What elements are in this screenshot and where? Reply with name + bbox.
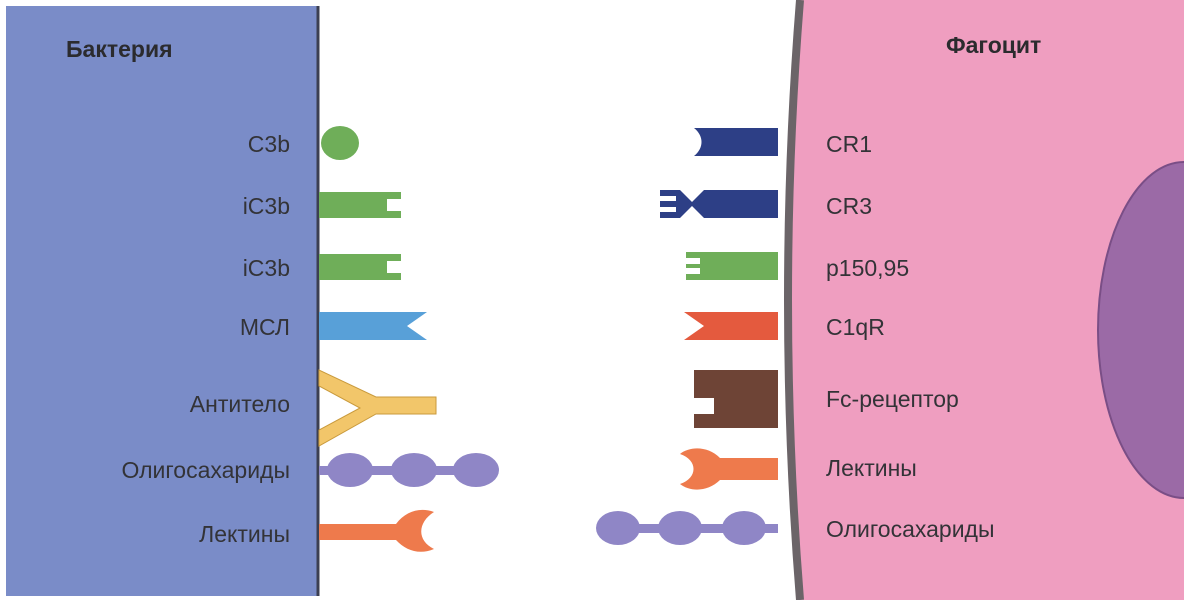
phagocyte-lectin (680, 448, 778, 489)
bacterium-oligosaccharide (319, 453, 499, 487)
c3b-molecule (321, 126, 359, 160)
fc-receptor (694, 370, 778, 428)
p150-95-receptor (686, 252, 778, 280)
ic3b-molecule-2 (319, 254, 401, 280)
bacterium-lectin (319, 510, 434, 552)
bacterium-label-ic3b-1: iC3b (243, 192, 290, 220)
cr1-receptor (694, 128, 778, 156)
bacterium-label-lectins: Лектины (199, 520, 290, 548)
bacterium-label-msl: МСЛ (240, 313, 290, 341)
bacterium-label-ic3b-2: iC3b (243, 254, 290, 282)
phagocyte-label-p150-95: p150,95 (826, 254, 909, 282)
bacterium-cell (6, 6, 318, 596)
phagocyte-label-fc-receptor: Fc-рецептор (826, 385, 959, 413)
phagocyte-label-oligosaccharides: Олигосахариды (826, 515, 995, 543)
bacterium-label-antibody: Антитело (190, 390, 290, 418)
msl-molecule (319, 312, 427, 340)
phagocyte-oligosaccharide (596, 511, 778, 545)
phagocyte-label-c1qr: C1qR (826, 313, 885, 341)
antibody-molecule (319, 370, 436, 446)
bacterium-label-c3b: C3b (248, 130, 290, 158)
c1qr-receptor (684, 312, 778, 340)
phagocyte-title: Фагоцит (946, 32, 1041, 59)
cr3-receptor (660, 190, 778, 218)
phagocyte-label-cr1: CR1 (826, 130, 872, 158)
bacterium-label-oligosaccharides: Олигосахариды (122, 456, 291, 484)
bacterium-title: Бактерия (66, 36, 173, 63)
phagocyte-label-cr3: CR3 (826, 192, 872, 220)
phagocyte-label-lectins: Лектины (826, 454, 917, 482)
ic3b-molecule-1 (319, 192, 401, 218)
